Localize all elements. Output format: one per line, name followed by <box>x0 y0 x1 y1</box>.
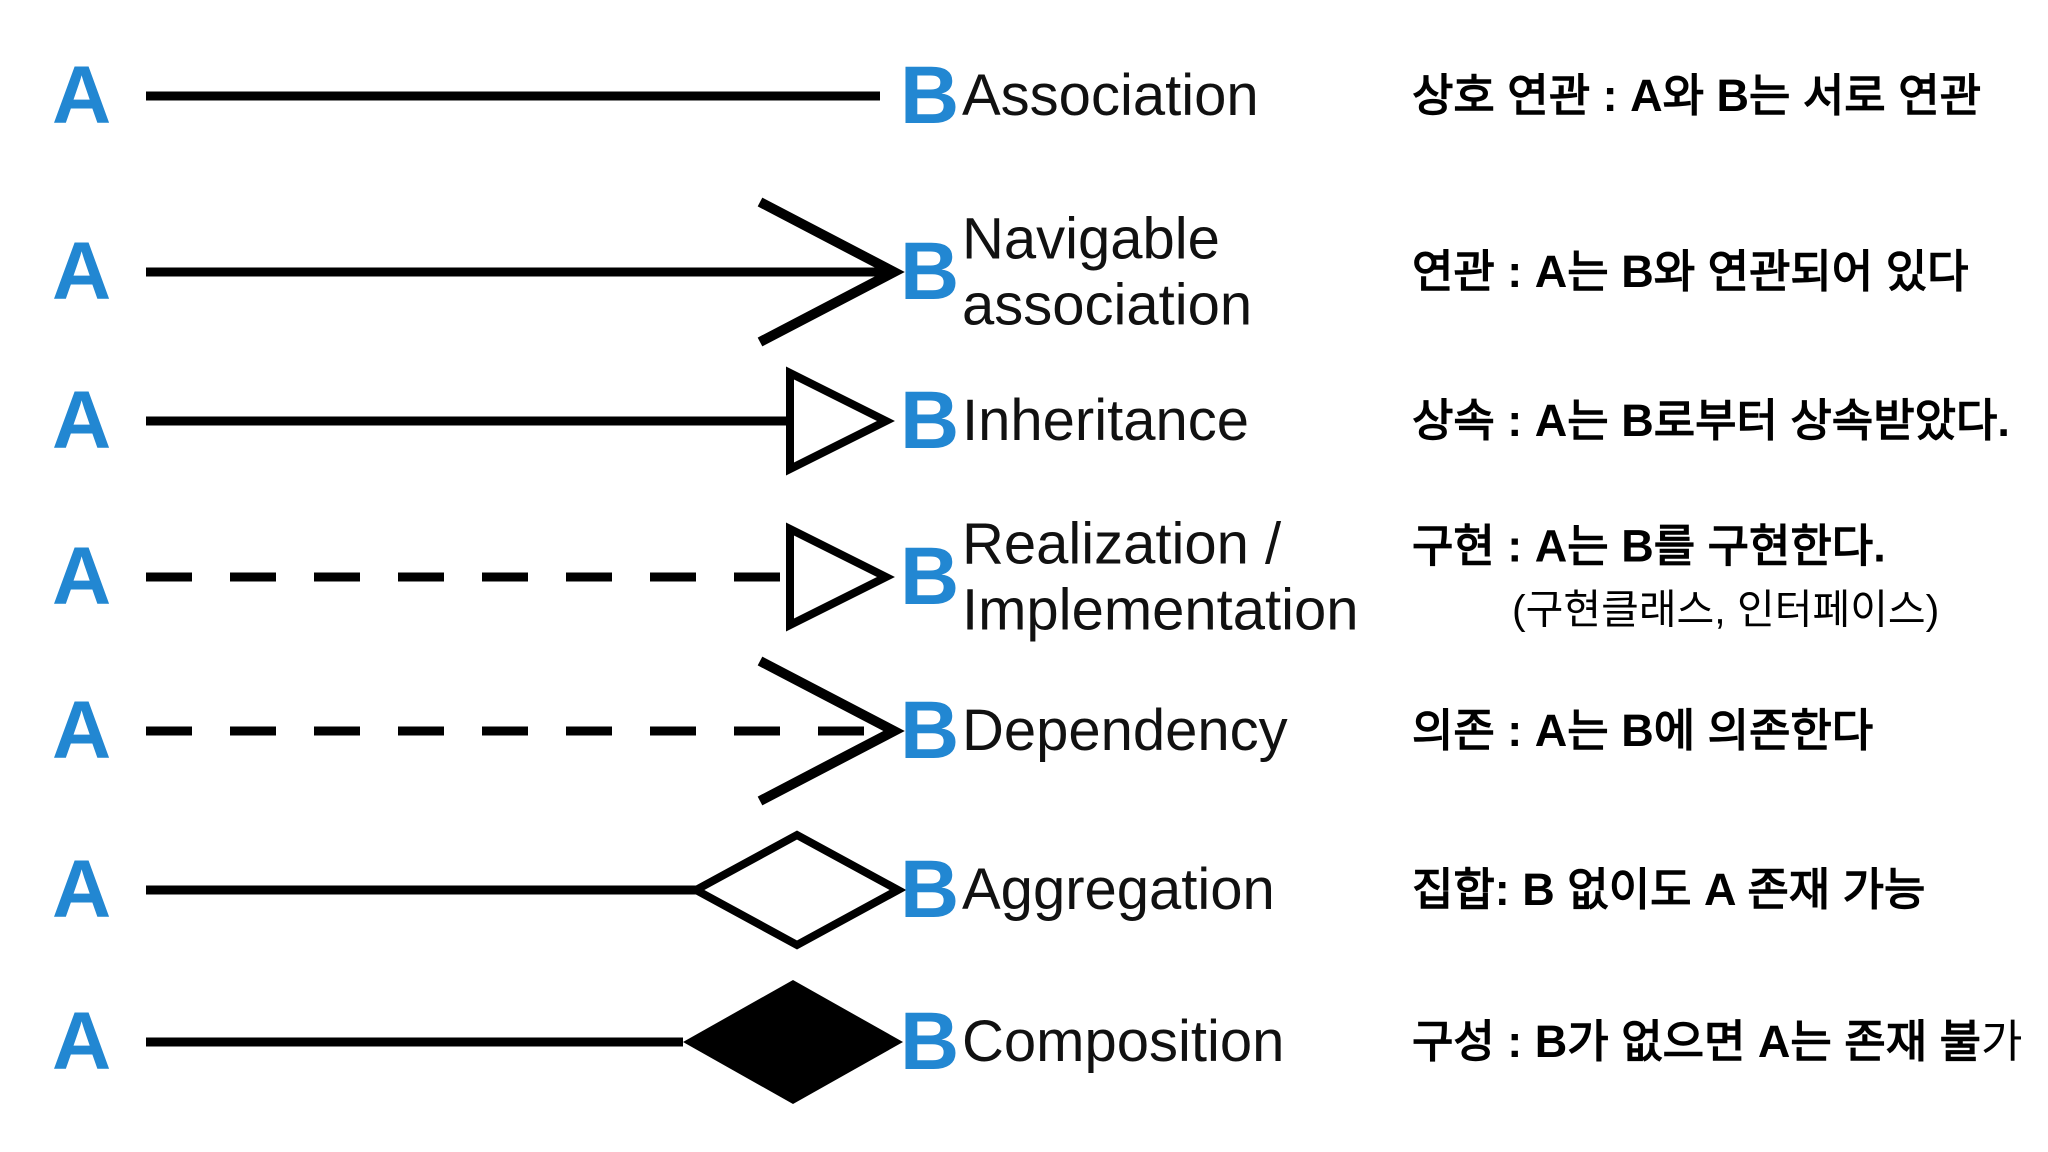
relation-name-dependency: Dependency <box>962 698 1288 764</box>
endpoint-a-label: A <box>52 375 112 466</box>
relation-name-realization: Realization / Implementation <box>962 511 1359 642</box>
korean-description-aggregation: 집합: B 없이도 A 존재 가능 <box>1412 862 1925 918</box>
korean-description-realization: 구현 : A는 B를 구현한다. (구현클래스, 인터페이스) <box>1412 518 1939 636</box>
solid-line-connector <box>146 91 880 101</box>
korean-description-association: 상호 연관 : A와 B는 서로 연관 <box>1412 68 1981 124</box>
endpoint-a-label: A <box>52 50 112 141</box>
hollow-triangle-arrowhead-icon <box>786 366 895 476</box>
relation-name-line: Navigable <box>962 206 1220 272</box>
relation-name-aggregation: Aggregation <box>962 857 1275 923</box>
endpoint-b-label: B <box>900 531 960 622</box>
endpoint-b-label: B <box>900 50 960 141</box>
relation-name-line: Realization / <box>962 511 1282 577</box>
korean-text: 구성 : B가 없으면 A는 존재 불 <box>1412 1015 1981 1067</box>
korean-text: 집합: B 없이도 A 존재 가능 <box>1412 863 1926 915</box>
relation-name-line: Association <box>962 63 1259 129</box>
korean-tail-text: 가 <box>1981 1015 2023 1067</box>
hollow-diamond-connector <box>146 830 907 950</box>
endpoint-a-label: A <box>52 685 112 776</box>
hollow-diamond-icon <box>687 830 907 950</box>
korean-description-composition: 구성 : B가 없으면 A는 존재 불가 <box>1412 1014 2022 1070</box>
relation-name-line: Inheritance <box>962 388 1249 454</box>
endpoint-b-label: B <box>900 996 960 1087</box>
relation-name-association: Association <box>962 63 1259 129</box>
korean-text: 구현 : A는 B를 구현한다. <box>1412 520 1886 572</box>
korean-description-navigable-association: 연관 : A는 B와 연관되어 있다 <box>1412 244 1969 300</box>
filled-diamond-icon <box>683 980 903 1104</box>
korean-note-text: (구현클래스, 인터페이스) <box>1512 586 1940 633</box>
endpoint-b-label: B <box>900 375 960 466</box>
korean-description-inheritance: 상속 : A는 B로부터 상속받았다. <box>1412 393 2010 449</box>
hollow-triangle-connector <box>146 366 895 476</box>
open-arrow-connector <box>146 197 905 347</box>
open-arrowhead-icon <box>757 656 905 806</box>
endpoint-b-label: B <box>900 226 960 317</box>
relation-name-navigable-association: Navigable association <box>962 206 1252 337</box>
relation-name-composition: Composition <box>962 1009 1284 1075</box>
endpoint-a-label: A <box>52 844 112 935</box>
korean-text: 연관 : A는 B와 연관되어 있다 <box>1412 245 1969 297</box>
endpoint-a-label: A <box>52 531 112 622</box>
korean-text: 의존 : A는 B에 의존한다 <box>1412 704 1874 756</box>
relation-name-line: association <box>962 272 1253 337</box>
dashed-open-arrow-connector <box>146 656 905 806</box>
filled-diamond-connector <box>146 980 903 1104</box>
korean-text: 상속 : A는 B로부터 상속받았다. <box>1412 394 2010 446</box>
endpoint-a-label: A <box>52 996 112 1087</box>
korean-description-dependency: 의존 : A는 B에 의존한다 <box>1412 703 1873 759</box>
open-arrowhead-icon <box>757 197 905 347</box>
korean-text: 상호 연관 : A와 B는 서로 연관 <box>1412 69 1981 121</box>
relation-name-inheritance: Inheritance <box>962 388 1249 454</box>
relation-name-line: Dependency <box>962 698 1288 764</box>
relation-name-line: Aggregation <box>962 857 1275 923</box>
hollow-triangle-arrowhead-icon <box>786 522 895 632</box>
relation-name-line: Composition <box>962 1009 1285 1075</box>
endpoint-b-label: B <box>900 844 960 935</box>
relation-name-line: Implementation <box>962 577 1359 642</box>
endpoint-a-label: A <box>52 226 112 317</box>
endpoint-b-label: B <box>900 685 960 776</box>
dashed-hollow-triangle-connector <box>146 522 895 632</box>
